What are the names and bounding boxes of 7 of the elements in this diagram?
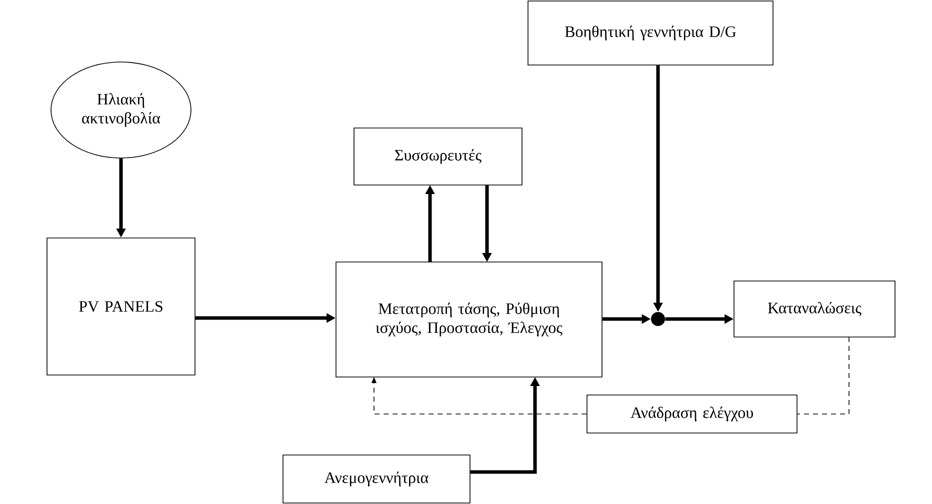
- process-box: PV PANELS: [46, 238, 196, 376]
- process-box: Μετατροπή τάσης, Ρύθμιση ισχύος, Προστασία, Έλεγχος: [336, 262, 602, 378]
- process-box: Βοηθητική γεννήτρια D/G: [528, 0, 774, 66]
- process-box: Ανεμογεννήτρια: [282, 454, 470, 504]
- process-box: Ανάδραση ελέγχου: [586, 394, 798, 434]
- process-box: Συσσωρευτές: [354, 128, 522, 186]
- process-box: Καταναλώσεις: [734, 280, 896, 338]
